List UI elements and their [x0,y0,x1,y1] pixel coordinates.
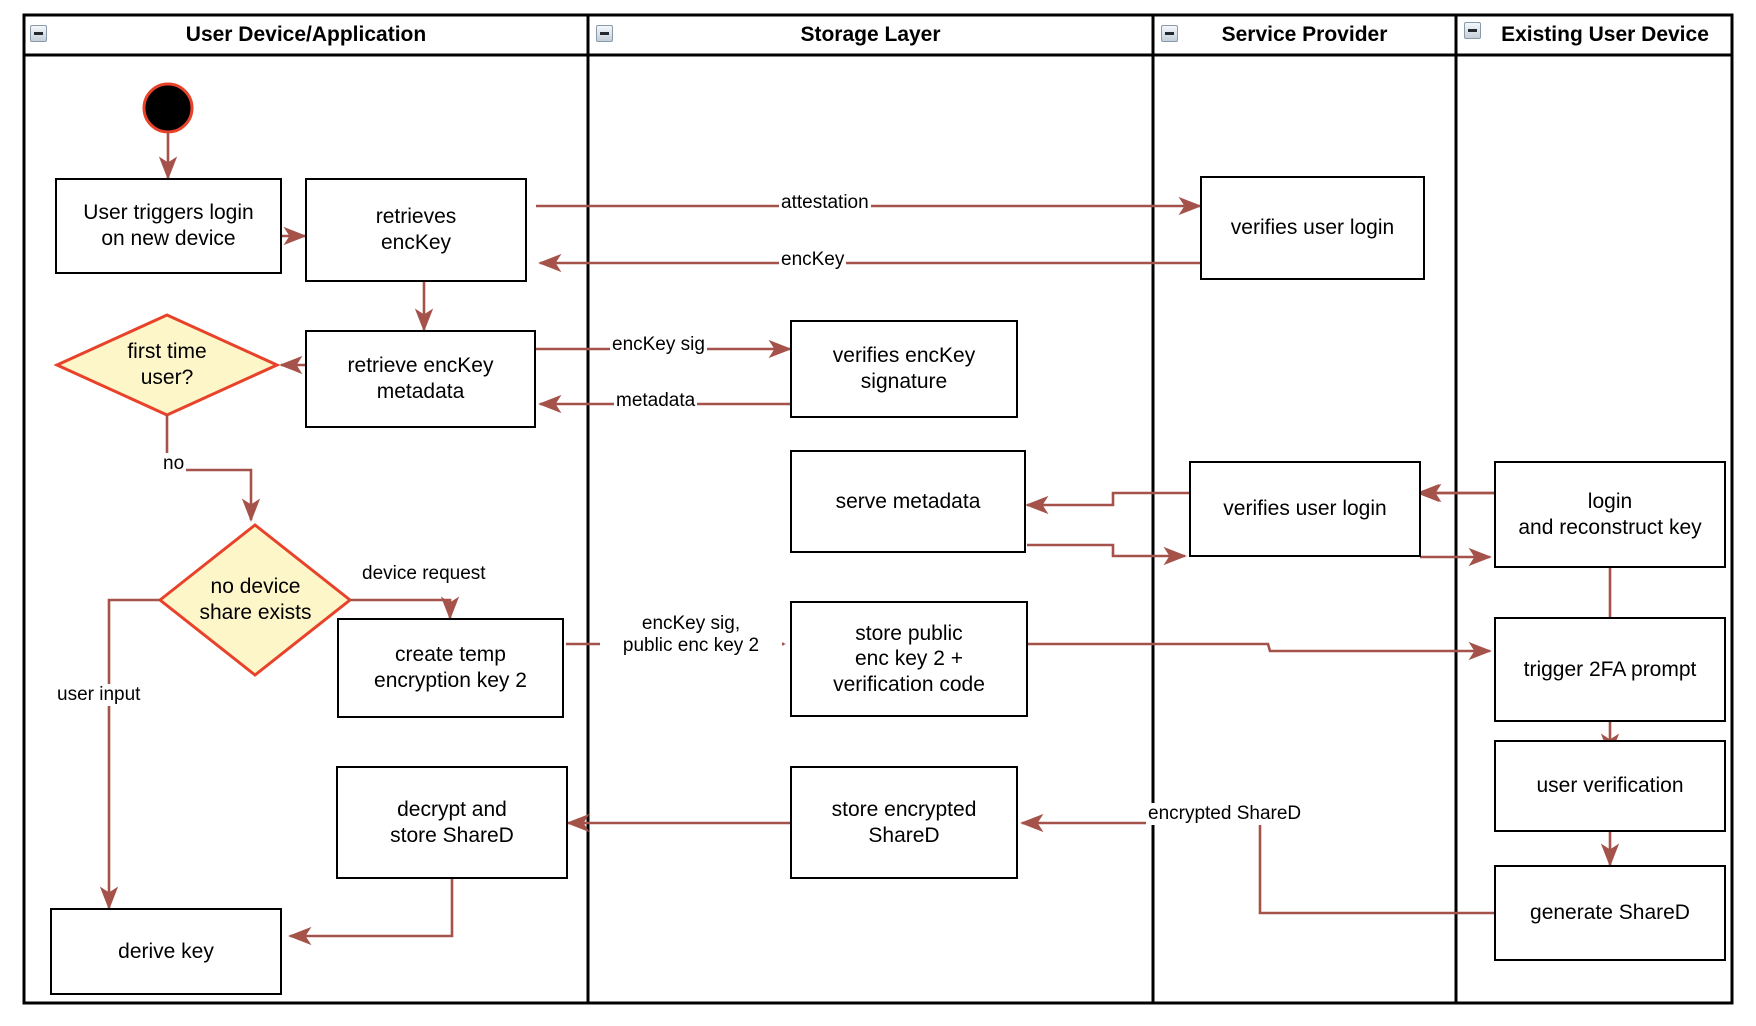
node-derive-key[interactable]: derive key [50,908,282,995]
edge-label-enckey-sig-public-enc-key-2: encKey sig,public enc key 2 [600,613,782,658]
decision-no-device-share-exists [157,523,353,677]
edge-user-input [99,598,160,910]
lane-frame [22,13,1734,1005]
edge-label-attestation: attestation [779,192,871,215]
edge-storepub-to-trigger2fa [1028,641,1492,661]
node-user-verification[interactable]: user verification [1494,740,1726,832]
node-serve-metadata[interactable]: serve metadata [790,450,1026,553]
edges [99,133,1620,946]
edge-label-enckey: encKey [779,249,847,272]
edge-device-request [350,596,460,620]
edge-no [165,415,261,522]
node-verifies-user-login-2[interactable]: verifies user login [1189,461,1421,557]
edge-encrypted-shared [1020,813,1494,915]
node-verifies-user-login-1[interactable]: verifies user login [1200,176,1425,280]
node-trigger-2fa-prompt[interactable]: trigger 2FA prompt [1494,617,1726,722]
collapse-minus-icon-storage-layer[interactable] [596,25,613,42]
node-generate-shared[interactable]: generate ShareD [1494,865,1726,961]
edge-sp-to-serve-metadata [1025,491,1189,515]
edge-decrypt-to-derive [288,879,454,946]
collapse-minus-icon-service-provider[interactable] [1161,25,1178,42]
decision-first-time-user [53,313,281,417]
start-node [142,82,194,134]
edge-label-metadata: metadata [614,390,698,413]
edge-serve-metadata-to-sp [1027,543,1187,566]
collapse-minus-icon-existing-user-device[interactable] [1464,22,1481,39]
edge-label-device-request: device request [360,563,488,586]
edge-label-enckey-sig: encKey sig [610,334,707,357]
edge-label-encrypted-shared: encrypted ShareD [1146,803,1304,826]
edge-label-user-input: user input [55,684,143,707]
collapse-minus-icon-user-device[interactable] [30,25,47,42]
edge-label-no: no [161,453,187,476]
